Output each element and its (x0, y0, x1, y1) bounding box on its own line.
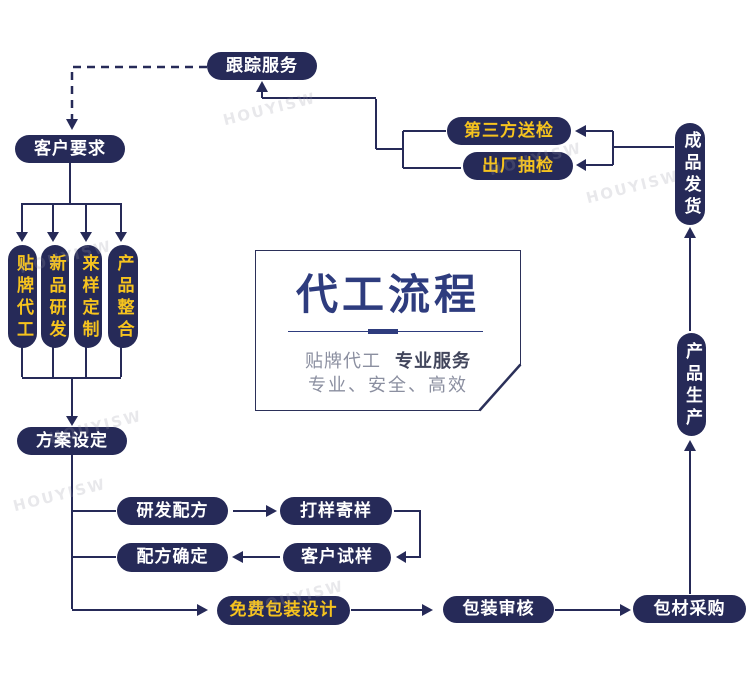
node-sample-customization: 来样定制 (74, 245, 102, 348)
node-third-party-inspection: 第三方送检 (447, 117, 571, 145)
panel-title: 代工流程 (295, 270, 480, 319)
node-free-package-design: 免费包装设计 (217, 596, 350, 625)
panel-subtitle-1: 贴牌代工专业服务 (255, 347, 521, 373)
title-panel-notch-line (478, 363, 522, 412)
node-factory-sampling: 出厂抽检 (463, 152, 573, 180)
dashed-connector (70, 65, 207, 119)
panel-subtitle-1-left: 贴牌代工 (305, 351, 381, 372)
node-customer-trial: 客户试样 (283, 543, 391, 572)
node-finished-shipping: 成品发货 (675, 123, 705, 225)
node-customer-requirement: 客户要求 (15, 135, 125, 163)
node-formula-confirm: 配方确定 (117, 543, 228, 572)
node-oem-processing: 贴牌代工 (8, 245, 37, 348)
node-package-review: 包装审核 (443, 596, 554, 623)
panel-subtitle-2: 专业、安全、高效 (308, 375, 468, 396)
node-plan-setting: 方案设定 (17, 427, 127, 455)
node-tracking-service: 跟踪服务 (207, 52, 317, 80)
node-product-integration: 产品整合 (108, 245, 138, 348)
node-rd-formula: 研发配方 (117, 497, 228, 525)
node-package-purchase: 包材采购 (633, 595, 746, 623)
node-new-product-rd: 新品研发 (41, 245, 69, 348)
arrowheads (16, 81, 696, 616)
panel-subtitle-1-right: 专业服务 (395, 351, 471, 372)
node-product-production: 产品生产 (677, 333, 706, 436)
solid-connectors (21, 92, 691, 611)
node-sample-delivery: 打样寄样 (280, 497, 392, 525)
